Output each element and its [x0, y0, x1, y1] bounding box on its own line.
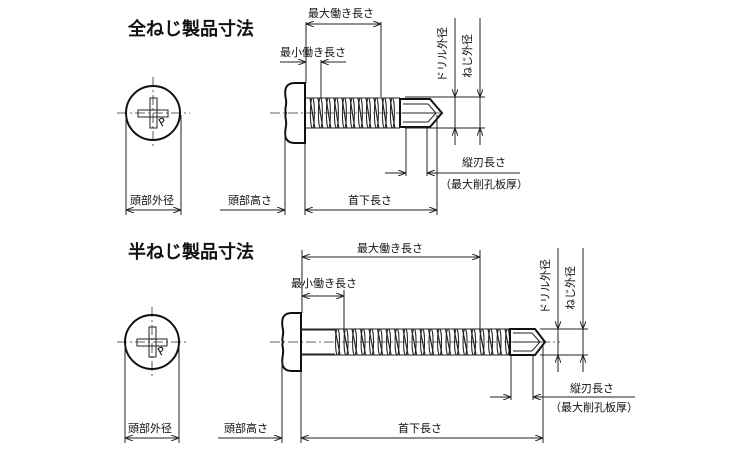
thread-crest	[309, 97, 315, 129]
thread-pattern	[309, 97, 396, 129]
flute-length-label: 縦刃長さ	[462, 156, 506, 169]
thread-crest	[437, 328, 443, 356]
head-diameter-label: 頭部外径	[128, 421, 172, 435]
thread-crest	[352, 328, 358, 356]
head-diameter-label: 頭部外径	[130, 193, 174, 207]
thread-diameter-label: ねじ外径	[564, 266, 577, 310]
drill-diameter-label: ドリル外径	[539, 259, 552, 314]
max-working-length-label: 最大働き長さ	[308, 6, 374, 20]
thread-crest	[411, 328, 417, 356]
flute-length-label: 縦刃長さ	[570, 382, 614, 395]
thread-crest	[462, 328, 468, 356]
thread-crest	[381, 97, 387, 129]
head-height-label: 頭部高さ	[224, 421, 268, 435]
thread-crest	[357, 97, 363, 129]
thread-crest	[445, 328, 451, 356]
section-title: 全ねじ製品寸法	[127, 18, 254, 40]
drill-diameter-label: ドリル外径	[436, 27, 449, 82]
thread-crest	[454, 328, 460, 356]
thread-crest	[377, 328, 383, 356]
thread-crest	[317, 97, 323, 129]
thread-crest	[335, 328, 341, 356]
phillips-recess-icon: P	[137, 97, 169, 130]
thread-crest	[394, 328, 400, 356]
section-title: 半ねじ製品寸法	[128, 241, 254, 263]
thread-crest	[373, 97, 379, 129]
thread-crest	[471, 328, 477, 356]
length-under-head-label: 首下長さ	[398, 421, 442, 435]
screw-side-view	[270, 312, 560, 372]
half-thread-section: 半ねじ製品寸法 P 頭部外径	[117, 241, 638, 443]
thread-crest	[386, 328, 392, 356]
thread-crest	[349, 97, 355, 129]
thread-diameter-label: ねじ外径	[461, 34, 474, 78]
thread-crest	[403, 328, 409, 356]
min-working-length-label: 最小働き長さ	[291, 277, 357, 290]
thread-crest	[420, 328, 426, 356]
phillips-recess-icon: P	[136, 326, 168, 359]
drill-tip	[399, 98, 444, 128]
thread-crest	[369, 328, 375, 356]
thread-crest	[479, 328, 485, 356]
head-top-view: P 頭部外径	[117, 307, 188, 443]
max-working-length-label: 最大働き長さ	[357, 241, 423, 255]
max-drill-thickness-label: （最大削孔板厚）	[550, 400, 638, 414]
thread-crest	[343, 328, 349, 356]
max-drill-thickness-label: （最大削孔板厚）	[440, 177, 528, 191]
head-top-view: P 頭部外径	[117, 77, 190, 215]
drill-tip	[509, 328, 547, 356]
min-working-length-label: 最小働き長さ	[280, 46, 346, 59]
thread-crest	[488, 328, 494, 356]
thread-crest	[360, 328, 366, 356]
thread-crest	[496, 328, 502, 356]
thread-pattern	[334, 328, 511, 356]
thread-crest	[325, 97, 331, 129]
thread-crest	[341, 97, 347, 129]
head-height-label: 頭部高さ	[228, 193, 272, 207]
thread-crest	[389, 97, 395, 129]
full-thread-section: 全ねじ製品寸法 P 頭部外径	[117, 6, 528, 215]
thread-crest	[365, 97, 371, 129]
thread-crest	[428, 328, 434, 356]
screw-side-view	[270, 82, 444, 144]
thread-crest	[333, 97, 339, 129]
length-under-head-label: 首下長さ	[348, 193, 392, 207]
